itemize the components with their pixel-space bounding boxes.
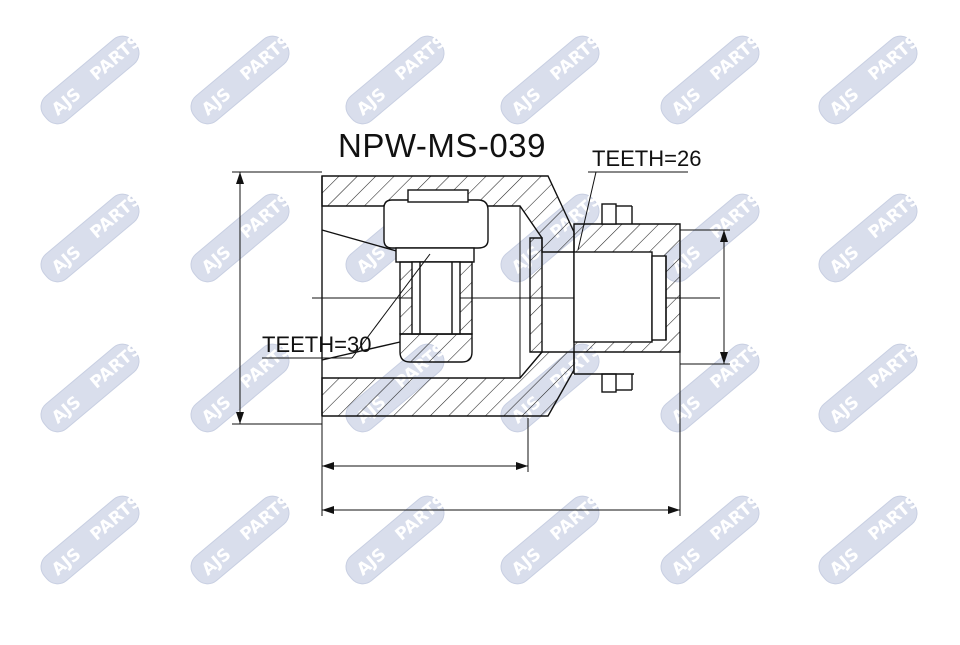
watermark-shape <box>40 193 140 283</box>
watermark-shape <box>345 495 445 585</box>
tripod-roller <box>383 189 489 363</box>
watermark-shape <box>500 495 600 585</box>
watermark-shape <box>818 495 918 585</box>
dimension-lines <box>232 171 730 516</box>
watermark-shape <box>660 343 760 433</box>
leader-lines <box>262 171 688 359</box>
watermark-shape <box>660 35 760 125</box>
watermark-shape <box>40 495 140 585</box>
teeth-26-label: TEETH=26 <box>592 146 701 171</box>
watermark-shape <box>345 35 445 125</box>
dimension-arrows <box>236 172 728 514</box>
watermark-shape <box>40 343 140 433</box>
part-number-title: NPW-MS-039 <box>338 127 546 164</box>
watermark-shape <box>190 495 290 585</box>
teeth-30-label: TEETH=30 <box>262 332 371 357</box>
stub-shaft <box>529 203 681 393</box>
watermark-shape <box>818 35 918 125</box>
watermark-shape <box>190 35 290 125</box>
watermark-shape <box>818 343 918 433</box>
watermark-shape <box>818 193 918 283</box>
watermark-shape <box>40 35 140 125</box>
watermark-shape <box>660 495 760 585</box>
watermark-shape <box>500 35 600 125</box>
